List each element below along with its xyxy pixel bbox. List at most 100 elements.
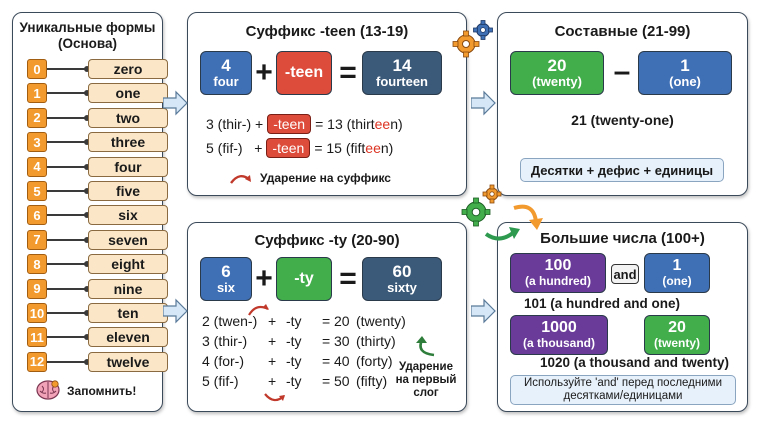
- connector-line: [47, 261, 90, 268]
- big-result-1020: 1020 (a thousand and twenty): [540, 355, 730, 370]
- base-forms-title: Уникальные формы (Основа): [19, 20, 156, 51]
- ty-example-cell: +: [268, 373, 277, 389]
- number-digit-badge: 3: [27, 132, 47, 153]
- teen-box-fourteen: 14 fourteen: [362, 51, 442, 95]
- number-word-box: five: [88, 181, 168, 201]
- number-digit-badge: 9: [27, 278, 47, 299]
- number-word-box: two: [88, 107, 168, 128]
- curved-arrow-icon: [230, 175, 251, 184]
- gears-cycle-icon: [461, 184, 543, 241]
- gear-icon: [452, 20, 493, 58]
- stress-arrow-bottom-icon: [264, 393, 285, 402]
- connector-line: [47, 236, 90, 243]
- compound-title: Составные (21-99): [554, 23, 691, 40]
- curved-arrow-green-icon: [416, 336, 435, 357]
- ty-example-cell: (fifty): [356, 373, 388, 389]
- ty-suffix-panel: Суффикс -ty (20-90) 6 six + -ty = 60 six…: [187, 222, 467, 412]
- teen-stress-note: Ударение на суффикс: [228, 170, 391, 186]
- number-word-box: twelve: [88, 351, 168, 372]
- ty-example-cell: +: [268, 353, 277, 369]
- connector-line: [47, 212, 90, 219]
- number-row: 5 five: [27, 181, 168, 201]
- ty-example-cell: 3 (thir-): [202, 333, 248, 349]
- ty-example-cell: =: [322, 313, 331, 329]
- ty-example-cell: 2 (twen-): [202, 313, 258, 329]
- ty-example-cell: =: [322, 373, 331, 389]
- big-title: Большие числа (100+): [540, 230, 705, 247]
- ty-example-cell: 40: [334, 353, 350, 369]
- number-word-box: nine: [88, 278, 168, 299]
- number-row: 7 seven: [27, 229, 168, 250]
- number-digit-badge: 10: [27, 303, 47, 323]
- connector-line: [47, 163, 90, 170]
- and-badge: and: [611, 264, 639, 284]
- compound-box-one: 1 (one): [638, 51, 732, 95]
- connector-line: [47, 188, 90, 194]
- number-word-box: zero: [88, 59, 168, 79]
- ty-box-six: 6 six: [200, 257, 252, 301]
- number-word-box: one: [88, 83, 168, 104]
- ty-example-cell: (twenty): [356, 313, 406, 329]
- ty-example-cell: 20: [334, 313, 350, 329]
- number-digit-badge: 12: [27, 351, 47, 372]
- teen-plus: +: [255, 56, 273, 89]
- teen-box-suffix: -teen: [276, 51, 332, 95]
- compound-box-twenty: 20 (twenty): [510, 51, 604, 95]
- ty-example-rows: 2 (twen-)+-ty=20(twenty)3 (thir-)+-ty=30…: [202, 313, 406, 409]
- remember-label: Запомнить!: [67, 384, 137, 398]
- big-box-thousand: 1000 (a thousand): [510, 315, 608, 355]
- number-row: 3 three: [27, 132, 168, 153]
- connector-line: [47, 334, 90, 341]
- ty-title: Суффикс -ty (20-90): [254, 232, 400, 249]
- ty-example-cell: +: [268, 313, 277, 329]
- teen-box-four: 4 four: [200, 51, 252, 95]
- number-row: 9 nine: [27, 278, 168, 299]
- ty-example-row: 2 (twen-) + -ty =20 (twenty): [202, 313, 412, 331]
- ty-example-row: 4 (for-)+-ty=40(forty): [202, 353, 412, 371]
- ty-example-cell: (thirty): [356, 333, 396, 349]
- teen-equals: =: [339, 56, 357, 89]
- number-digit-badge: 7: [27, 229, 47, 250]
- teen-suffix-panel: Суффикс -teen (13-19) 4 four + -teen = 1…: [187, 12, 467, 196]
- ty-example-cell: 50: [334, 373, 350, 389]
- compound-hyphen: –: [613, 55, 631, 88]
- big-result-101: 101 (a hundred and one): [524, 296, 681, 311]
- ty-plus: +: [255, 262, 273, 295]
- number-row: 2 two: [27, 107, 168, 128]
- stress-arrow-top-icon: [248, 304, 269, 316]
- big-box-one: 1 (one): [644, 253, 710, 293]
- compound-panel: Составные (21-99) 20 (twenty) – 1 (one) …: [497, 12, 748, 196]
- ty-example-cell: -ty: [286, 353, 302, 369]
- connector-line: [47, 358, 90, 365]
- number-word-box: six: [88, 205, 168, 226]
- connector-line: [47, 66, 90, 72]
- compound-result: 21 (twenty-one): [571, 112, 674, 128]
- ty-example-cell: (forty): [356, 353, 393, 369]
- big-box-twenty: 20 (twenty): [644, 315, 710, 355]
- number-digit-badge: 0: [27, 59, 47, 79]
- number-digit-badge: 6: [27, 205, 47, 226]
- arrow-ty-to-big: [471, 298, 496, 324]
- ty-example-row: 3 (thir-)+-ty=30(thirty): [202, 333, 412, 351]
- connector-line: [47, 114, 90, 121]
- number-word-box: eight: [88, 254, 168, 275]
- number-word-box: three: [88, 132, 168, 153]
- ty-equals: =: [339, 262, 357, 295]
- ty-example-cell: =: [322, 353, 331, 369]
- ty-box-sixty: 60 sixty: [362, 257, 442, 301]
- ty-example-row: 5 (fif-)+-ty=50(fifty): [202, 373, 412, 391]
- ty-example-cell: -ty: [286, 313, 302, 329]
- ty-example-cell: =: [322, 333, 331, 349]
- number-digit-badge: 5: [27, 181, 47, 201]
- number-word-box: seven: [88, 229, 168, 250]
- teen-title: Суффикс -teen (13-19): [245, 23, 409, 40]
- number-digit-badge: 2: [27, 107, 47, 128]
